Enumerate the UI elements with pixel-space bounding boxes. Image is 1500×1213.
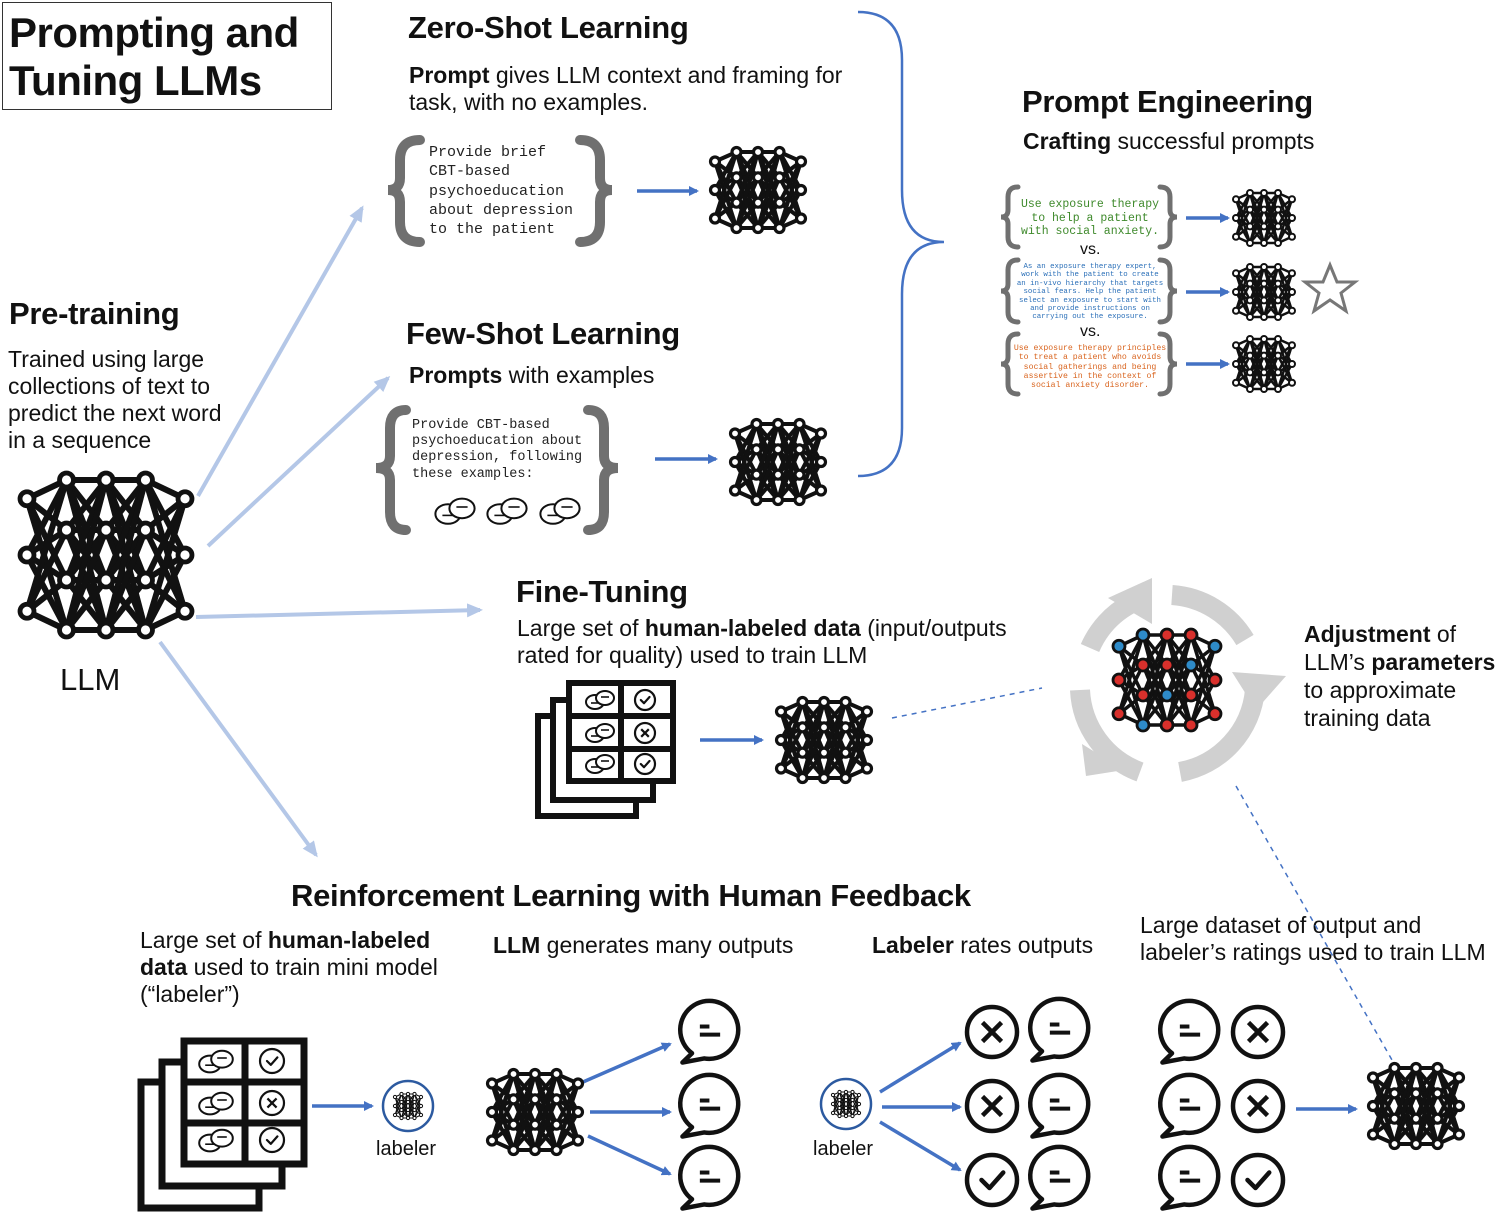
- arrow-output-1: [582, 1042, 672, 1084]
- rlhf-step1-description: Large set of human-labeled data used to …: [140, 927, 438, 1007]
- pretraining-description: Trained using large collections of text …: [8, 346, 222, 453]
- labeler-icon-2: [819, 1077, 873, 1131]
- few-shot-heading: Few-Shot Learning: [406, 316, 680, 351]
- arrow-to-few-shot: [206, 375, 391, 548]
- zero-shot-network-icon: [708, 145, 808, 235]
- check-circle-icon: [258, 1047, 286, 1075]
- labeler-network-icon-2: [830, 1089, 862, 1119]
- rlhf-network-icon: [485, 1067, 585, 1157]
- x-circle-icon: [1230, 1004, 1286, 1060]
- check-circle-icon: [258, 1126, 286, 1154]
- speech-bubble-icon: [1027, 996, 1091, 1063]
- dashed-link-rlhf: [1235, 785, 1393, 1061]
- cycle-arrowheads: [1082, 578, 1286, 776]
- zero-shot-prompt: Provide brief CBT-based psychoeducation …: [429, 144, 574, 239]
- few-shot-network-icon: [728, 417, 828, 507]
- speech-bubble-icon: [677, 998, 741, 1065]
- labeler-network-icon-1: [392, 1091, 424, 1121]
- zero-shot-heading: Zero-Shot Learning: [408, 10, 689, 45]
- zero-shot-description: Prompt gives LLM context and framing for…: [409, 62, 843, 115]
- refresh-cycle-icon: [1070, 585, 1265, 782]
- arrow-rate-3: [879, 1120, 962, 1172]
- llm-network-icon: [17, 470, 195, 640]
- pe-network-icon-1: [1232, 189, 1296, 247]
- speech-bubble-icon: [677, 1144, 741, 1211]
- prompting-brace: [857, 10, 945, 478]
- star-icon: [1300, 261, 1360, 315]
- title-box: Prompting and Tuning LLMs: [2, 2, 332, 110]
- speech-bubble-icon: [1157, 1072, 1221, 1139]
- example-chat-icon: [434, 497, 476, 525]
- arrow-to-zero-shot: [196, 205, 364, 497]
- labeler-label-2: labeler: [813, 1138, 874, 1160]
- fine-tuning-heading: Fine-Tuning: [516, 574, 688, 609]
- pe-prompt-3: Use exposure therapy principles to treat…: [1013, 344, 1167, 391]
- rlhf-step3-description: Labeler rates outputs: [872, 932, 1094, 958]
- data-chat-icon: [585, 754, 615, 774]
- labeler-label-1: labeler: [376, 1138, 437, 1160]
- speech-bubble-icon: [677, 1072, 741, 1139]
- x-circle-icon: [964, 1004, 1020, 1060]
- data-chat-icon: [585, 690, 615, 710]
- check-circle-icon: [964, 1152, 1020, 1208]
- arrow-to-fine-tuning: [195, 603, 483, 619]
- speech-bubble-icon: [1157, 1144, 1221, 1211]
- zero-shot-braces: [387, 135, 613, 247]
- check-circle-icon: [633, 688, 657, 712]
- data-chat-icon: [198, 1049, 234, 1074]
- pe-prompt-2: As an exposure therapy expert, work with…: [1016, 263, 1164, 322]
- speech-bubble-icon: [1027, 1144, 1091, 1211]
- speech-bubble-icon: [1157, 998, 1221, 1065]
- llm-label: LLM: [60, 662, 121, 697]
- few-shot-prompt: Provide CBT-based psychoeducation about …: [412, 418, 583, 482]
- data-chat-icon: [198, 1091, 234, 1116]
- fine-tuning-network-icon: [774, 695, 874, 785]
- pretraining-arrows: [158, 205, 483, 858]
- x-circle-icon: [633, 721, 657, 745]
- example-chat-icon: [486, 497, 528, 525]
- prompt-engineering-heading: Prompt Engineering: [1022, 84, 1313, 119]
- adjustment-description: Adjustment of LLM’s parameters to approx…: [1304, 621, 1496, 731]
- labeler-icon-1: [381, 1079, 435, 1133]
- rlhf-step4-description: Large dataset of output and labeler’s ra…: [1140, 912, 1486, 965]
- pe-prompt-1: Use exposure therapy to help a patient w…: [1020, 198, 1160, 239]
- check-circle-icon: [633, 752, 657, 776]
- arrow-output-3: [587, 1134, 672, 1176]
- pretraining-heading: Pre-training: [9, 296, 180, 331]
- few-shot-braces: [375, 405, 619, 535]
- x-circle-icon: [258, 1089, 286, 1117]
- vs-label-2: vs.: [1080, 323, 1101, 340]
- few-shot-description: Prompts with examples: [409, 362, 655, 388]
- data-chat-icon: [198, 1128, 234, 1153]
- x-circle-icon: [1230, 1078, 1286, 1134]
- fine-tuning-data-icon: [535, 680, 676, 819]
- arrow-to-rlhf: [158, 640, 318, 858]
- blue-arrows: [312, 186, 1358, 1176]
- title-line-2: Tuning LLMs: [9, 57, 262, 104]
- pe-network-icon-3: [1232, 335, 1296, 393]
- rlhf-heading: Reinforcement Learning with Human Feedba…: [291, 878, 971, 913]
- pe-braces: [1000, 184, 1178, 397]
- speech-bubble-icon: [1027, 1072, 1091, 1139]
- title-line-1: Prompting and: [9, 9, 299, 56]
- adjusting-network-icon: [1111, 627, 1223, 733]
- fine-tuning-description: Large set of human-labeled data (input/o…: [517, 615, 1007, 668]
- x-circle-icon: [964, 1078, 1020, 1134]
- prompt-engineering-description: Crafting successful prompts: [1023, 128, 1315, 154]
- arrow-rate-1: [879, 1041, 962, 1094]
- example-chat-icon: [539, 497, 581, 525]
- vs-label-1: vs.: [1080, 241, 1101, 258]
- check-circle-icon: [1230, 1152, 1286, 1208]
- data-chat-icon: [585, 723, 615, 743]
- pe-network-icon-2: [1232, 263, 1296, 321]
- rlhf-step2-description: LLM generates many outputs: [493, 932, 794, 958]
- dashed-link-fine-tuning: [891, 687, 1043, 719]
- final-network-icon: [1366, 1061, 1466, 1151]
